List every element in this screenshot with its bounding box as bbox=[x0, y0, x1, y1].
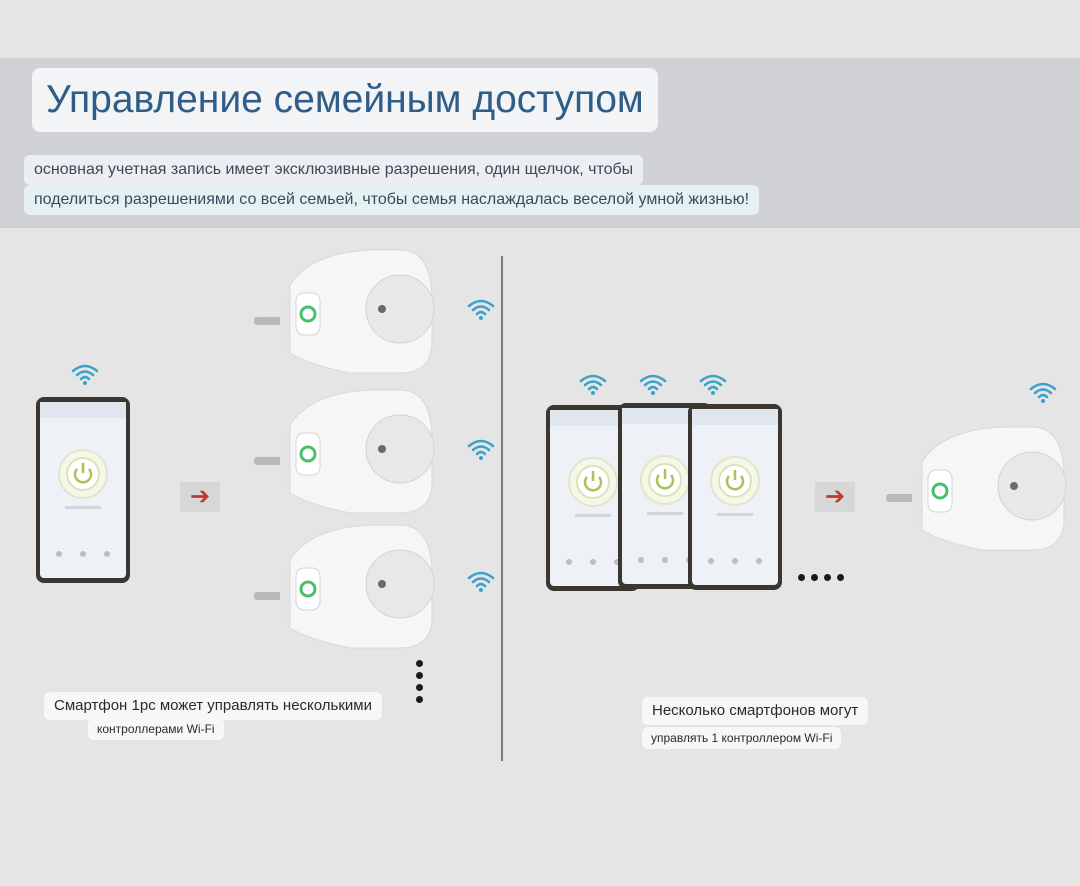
wifi-icon bbox=[699, 374, 727, 395]
wifi-icon bbox=[71, 364, 99, 385]
smartphone-illustration bbox=[546, 405, 640, 591]
wifi-icon bbox=[467, 439, 495, 460]
wifi-icon bbox=[579, 374, 607, 395]
left-caption-line-2: контроллерами Wi-Fi bbox=[88, 718, 224, 740]
section-divider bbox=[501, 256, 503, 761]
smartphone-illustration bbox=[688, 404, 782, 590]
right-caption-line-1: Несколько смартфонов могут bbox=[642, 697, 869, 725]
right-caption-line-2: управлять 1 контроллером Wi-Fi bbox=[642, 727, 842, 749]
wifi-icon bbox=[1029, 382, 1057, 403]
more-dots-vertical bbox=[416, 660, 426, 708]
smart-plug-illustration bbox=[254, 249, 435, 374]
smartphone-illustration bbox=[36, 397, 130, 583]
more-dots-horizontal bbox=[798, 574, 844, 581]
subtitle-line-1: основная учетная запись имеет эксклюзивн… bbox=[24, 155, 644, 185]
page-title: Управление семейным доступом bbox=[32, 68, 658, 132]
wifi-icon bbox=[639, 374, 667, 395]
subtitle-line-2: поделиться разрешениями со всей семьей, … bbox=[24, 185, 760, 215]
arrow-right-icon: ➔ bbox=[180, 482, 220, 512]
left-caption-line-1: Смартфон 1pc может управлять несколькими bbox=[44, 692, 382, 720]
wifi-icon bbox=[467, 571, 495, 592]
wifi-icon bbox=[467, 299, 495, 320]
smart-plug-illustration bbox=[254, 389, 435, 514]
power-icon bbox=[73, 463, 93, 484]
smart-plug-illustration bbox=[254, 524, 435, 649]
smart-plug-illustration bbox=[886, 426, 1067, 551]
arrow-right-icon: ➔ bbox=[815, 482, 855, 512]
